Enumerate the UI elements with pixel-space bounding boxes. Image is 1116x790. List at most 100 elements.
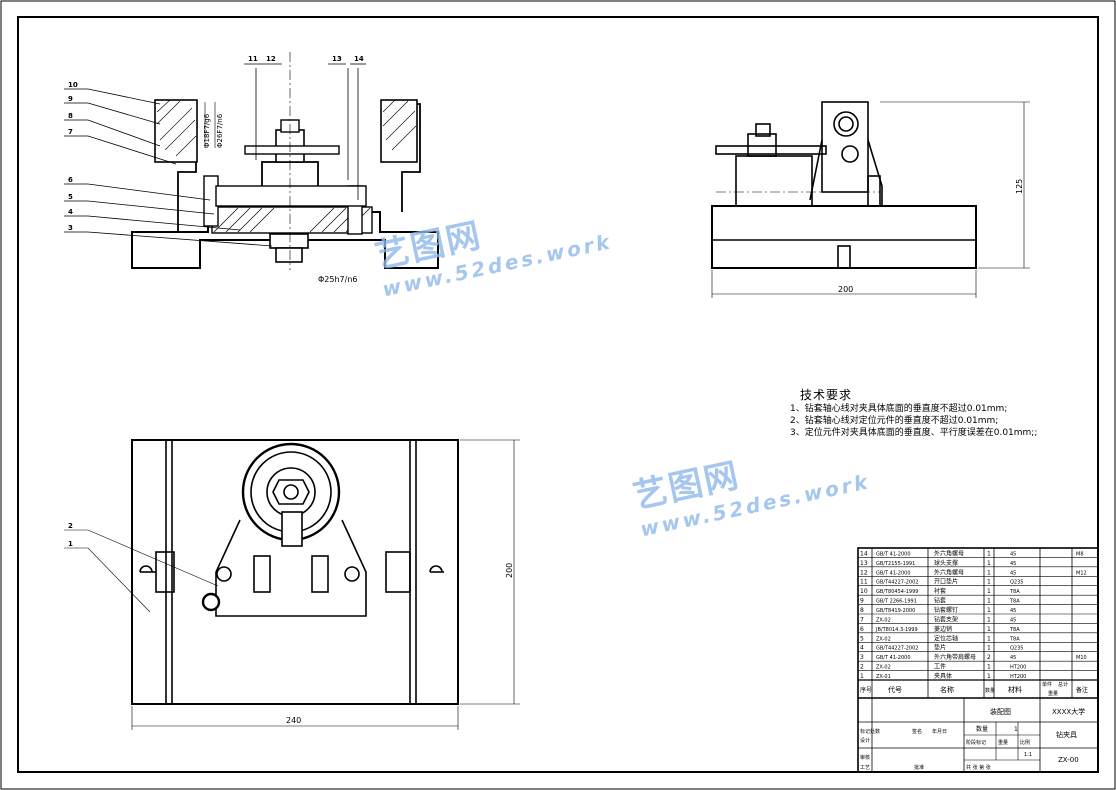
title-scale: 1:1 xyxy=(1024,752,1032,758)
bom-cell-note: M12 xyxy=(1076,570,1087,576)
bom-cell-name: 开口垫片 xyxy=(934,578,958,586)
requirement-line-3: 3、定位元件对夹具体底面的垂直度、平行度误差在0.01mm;; xyxy=(790,428,1038,438)
bom-header-name: 名称 xyxy=(940,685,954,694)
bom-cell-no: 10 xyxy=(860,588,868,595)
bom-cell-code: GB/T80454-1999 xyxy=(876,589,918,595)
bom-cell-qty: 1 xyxy=(987,607,991,614)
title-date-label: 年月日 xyxy=(932,728,947,735)
bom-cell-no: 2 xyxy=(860,664,864,671)
bom-cell-name: 钻套 xyxy=(934,597,946,605)
bom-cell-mat: Q235 xyxy=(1010,580,1023,586)
bom-cell-no: 5 xyxy=(860,635,864,642)
bom-cell-no: 14 xyxy=(860,550,868,557)
title-code: ZX-00 xyxy=(1058,756,1079,764)
plan-dims xyxy=(64,439,520,730)
bom-cell-no: 9 xyxy=(860,598,864,605)
title-part-name: 钻夹具 xyxy=(1056,730,1077,739)
title-sign-label: 签名 xyxy=(912,728,922,735)
bom-header-no: 序号 xyxy=(860,686,872,694)
callout-8: 8 xyxy=(68,112,73,120)
bom-cell-code: GB/T 41-2000 xyxy=(876,570,911,576)
bom-cell-qty: 1 xyxy=(987,579,991,586)
bom-header-weight: 重量 xyxy=(1048,690,1058,697)
bom-cell-name: 菱边销 xyxy=(934,625,952,633)
bom-cell-qty: 1 xyxy=(987,626,991,633)
bom-cell-no: 7 xyxy=(860,616,864,623)
bom-cell-name: 球头支撑 xyxy=(934,559,958,567)
callout-1: 1 xyxy=(68,540,73,548)
dim-phi18: Φ18F7/g6 xyxy=(203,113,211,148)
bom-cell-code: GB/T8419-2000 xyxy=(876,608,915,614)
bom-cell-mat: Q235 xyxy=(1010,646,1023,652)
bom-cell-name: 外六角带肩螺母 xyxy=(934,653,976,661)
bom-cell-code: ZX-01 xyxy=(876,674,891,680)
title-rev-row: 标记处数 xyxy=(860,728,880,735)
bom-cell-note: M10 xyxy=(1076,655,1087,661)
title-designer: 设计 xyxy=(860,737,870,744)
title-drawing-type: 装配图 xyxy=(990,707,1011,716)
bom-cell-name: 工件 xyxy=(934,663,946,671)
bom-header-unit: 单件 xyxy=(1042,681,1052,688)
bom-header-total: 总计 xyxy=(1058,681,1068,688)
bom-cell-code: ZX-02 xyxy=(876,665,891,671)
bom-header-note: 备注 xyxy=(1076,686,1088,694)
bom-cell-name: 垫片 xyxy=(934,644,946,652)
bom-cell-qty: 1 xyxy=(987,673,991,680)
bom-cell-code: GB/T 41-2000 xyxy=(876,551,911,557)
bom-cell-code: GB/T44227-2002 xyxy=(876,580,918,586)
title-sheets: 共 张 第 张 xyxy=(966,764,991,771)
front-section-view xyxy=(131,52,439,270)
requirement-line-1: 1、钻套轴心线对夹具体底面的垂直度不超过0.01mm; xyxy=(790,404,1008,414)
bom-cell-mat: T8A xyxy=(1009,589,1020,595)
title-weight-label: 重量 xyxy=(998,739,1008,746)
callout-7: 7 xyxy=(68,128,73,136)
bom-header-mat: 材料 xyxy=(1008,685,1022,694)
bom-cell-mat: 45 xyxy=(1010,608,1016,614)
bom-cell-name: 钻套支架 xyxy=(934,615,958,623)
callout-6: 6 xyxy=(68,176,73,184)
inner-frame xyxy=(17,16,1099,773)
title-scale-label: 比例 xyxy=(1020,739,1030,746)
technical-requirements: 技术要求 1、钻套轴心线对夹具体底面的垂直度不超过0.01mm; 2、钻套轴心线… xyxy=(790,386,1037,439)
bom-cell-qty: 1 xyxy=(987,598,991,605)
bom-cell-code: GB/T2155-1991 xyxy=(876,561,915,567)
bom-cell-code: ZX-02 xyxy=(876,617,891,623)
side-dims xyxy=(711,101,1030,298)
callout-11: 11 xyxy=(248,55,258,63)
callout-2: 2 xyxy=(68,522,73,530)
callout-3: 3 xyxy=(68,224,73,232)
bom-cell-code: GB/T44227-2002 xyxy=(876,646,918,652)
bom-cell-note: M8 xyxy=(1076,551,1084,557)
bom-cell-no: 13 xyxy=(860,560,868,567)
dim-phi25: Φ25h7/n6 xyxy=(318,275,358,284)
callout-4: 4 xyxy=(68,208,73,216)
bom-cell-name: 定位芯轴 xyxy=(934,634,958,642)
bom-cell-code: ZX-02 xyxy=(876,636,891,642)
bom-cell-name: 夹具体 xyxy=(934,672,952,680)
callout-14: 14 xyxy=(354,55,364,63)
title-approve: 批准 xyxy=(914,764,924,771)
title-school: XXXX大学 xyxy=(1052,707,1085,716)
bom-cell-mat: T8A xyxy=(1009,599,1020,605)
callout-5: 5 xyxy=(68,193,73,201)
bom-cell-qty: 1 xyxy=(987,550,991,557)
bom-cell-code: JB/T8014.3-1999 xyxy=(875,627,918,633)
requirement-line-2: 2、钻套轴心线对定位元件的垂直度不超过0.01mm; xyxy=(790,416,999,426)
bom-cell-mat: HT200 xyxy=(1010,665,1026,671)
title-stage-label: 阶段标记 xyxy=(966,739,986,746)
dim-side-width: 200 xyxy=(838,285,853,294)
title-checker: 审核 xyxy=(860,754,870,761)
bom-cell-name: 外六角螺母 xyxy=(934,549,964,557)
bom-cell-mat: T8A xyxy=(1009,636,1020,642)
bom-cell-name: 钻套螺钉 xyxy=(934,606,958,614)
bom-cell-qty: 1 xyxy=(987,560,991,567)
bom-cell-no: 11 xyxy=(860,579,868,586)
bom-cell-name: 衬套 xyxy=(934,587,946,595)
requirements-title: 技术要求 xyxy=(800,388,853,402)
dim-phi26: Φ26F7/n6 xyxy=(216,113,224,148)
bom-header-code: 代号 xyxy=(888,685,902,694)
bom-header-qty: 数量 xyxy=(985,687,995,694)
bom-cell-mat: 45 xyxy=(1010,561,1016,567)
bom-cell-no: 1 xyxy=(860,673,864,680)
